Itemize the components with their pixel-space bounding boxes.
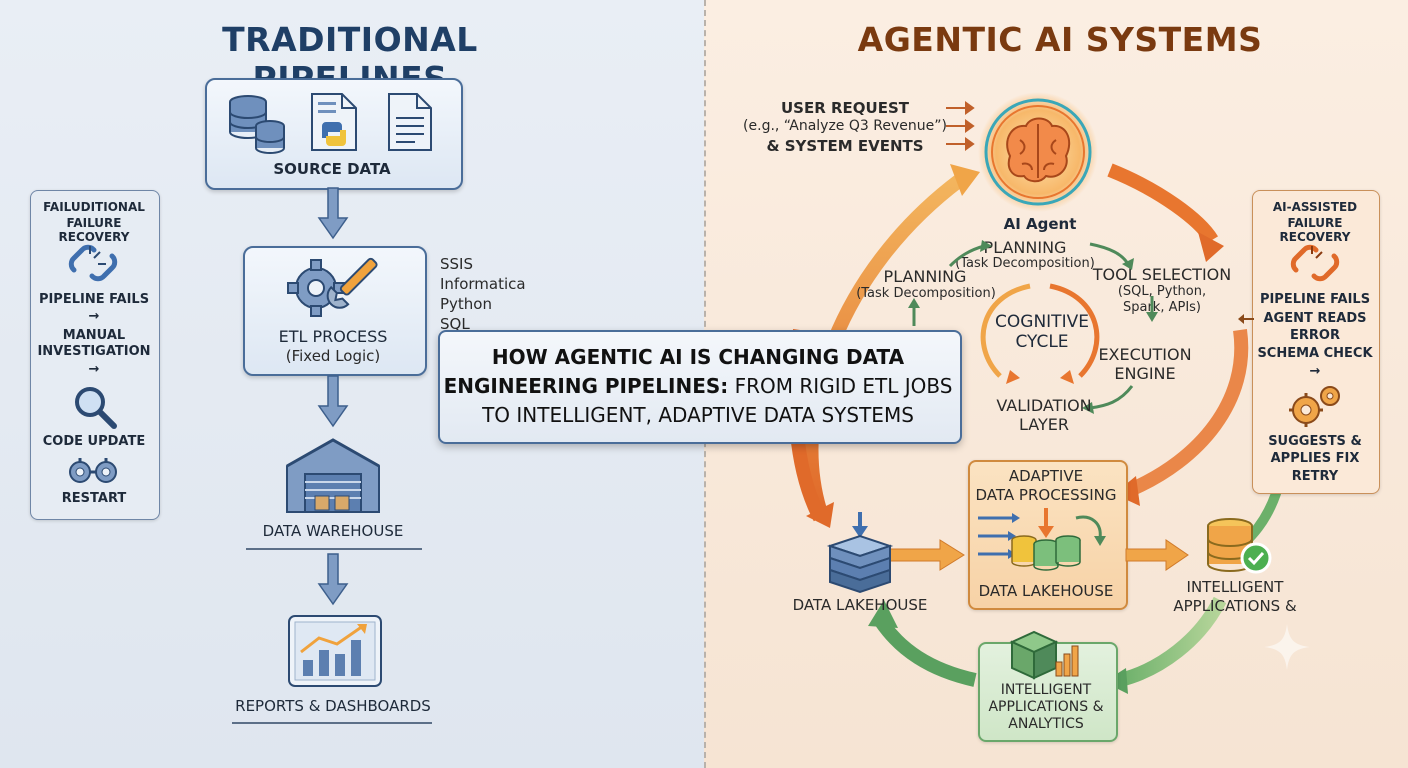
ai-step-suggests-2: APPLIES FIX <box>1270 451 1360 466</box>
ai-failure-box <box>1252 190 1380 494</box>
user-request-line-2: (e.g., “Analyze Q3 Revenue”) <box>743 118 947 134</box>
intelligent-bottom-2: APPLICATIONS & <box>988 699 1104 715</box>
traditional-step-arrow: → <box>88 309 100 324</box>
intelligent-apps-right-1: INTELLIGENT <box>1186 578 1284 596</box>
document-icon <box>388 93 432 151</box>
gears-icon-orange <box>1289 386 1340 427</box>
magnifier-icon <box>75 387 117 429</box>
traditional-failure-title-2: FAILURE RECOVERY <box>58 216 130 244</box>
data-lakehouse-left-label: DATA LAKEHOUSE <box>792 596 928 614</box>
center-title-line-3: TO INTELLIGENT, ADAPTIVE DATA SYSTEMS <box>482 403 914 427</box>
etl-tool: Python <box>440 295 492 313</box>
gear-wrench-icon <box>287 257 378 317</box>
center-title-line-2-rest: FROM RIGID ETL JOBS <box>728 374 953 398</box>
etl-process-label: ETL PROCESS <box>278 327 388 346</box>
intelligent-bottom-3: ANALYTICS <box>1008 716 1084 732</box>
etl-tool: Informatica <box>440 275 526 293</box>
ai-step-suggests-1: SUGGESTS & <box>1268 434 1362 449</box>
traditional-failure-title-1: FAILUDITIONAL <box>43 200 145 214</box>
analytics-cube-icon <box>1009 630 1079 680</box>
warehouse-icon <box>286 438 380 513</box>
data-lakehouse-icon <box>826 512 894 594</box>
etl-process-sub: (Fixed Logic) <box>285 347 381 365</box>
etl-tool: SSIS <box>440 255 473 273</box>
data-warehouse-label: DATA WAREHOUSE <box>262 522 404 540</box>
center-title-text: HOW AGENTIC AI IS CHANGING DATA ENGINEER… <box>438 343 958 430</box>
ai-agent-label: AI Agent <box>1003 215 1077 233</box>
validation-layer-label-2: LAYER <box>1019 415 1069 434</box>
source-data-label: SOURCE DATA <box>273 160 391 178</box>
tool-selection-sub-2: Spark, APIs) <box>1122 300 1202 315</box>
broken-link-icon <box>68 244 118 282</box>
sparkle-icon <box>1264 624 1310 670</box>
etl-tool: SQL <box>440 315 470 333</box>
arrow-adaptive-to-apps <box>1125 539 1189 571</box>
intelligent-analytics-box <box>978 642 1118 742</box>
intelligent-bottom-1: INTELLIGENT <box>1000 682 1092 698</box>
cognitive-cycle-label-1: COGNITIVE <box>995 312 1089 332</box>
planning-left-label: PLANNING <box>883 267 967 286</box>
python-file-icon <box>311 93 357 151</box>
execution-engine-label-2: ENGINE <box>1114 364 1176 383</box>
reports-dashboards-label: REPORTS & DASHBOARDS <box>235 697 431 715</box>
traditional-step-arrow-2: → <box>88 362 100 377</box>
cognitive-cycle-ring <box>980 283 1100 384</box>
etl-process-box <box>243 246 427 376</box>
ai-step-retry: RETRY <box>1291 469 1339 484</box>
traditional-step-pipeline-fails: PIPELINE FAILS <box>38 292 150 307</box>
gears-icon <box>69 458 117 483</box>
agentic-title: AGENTIC AI SYSTEMS <box>857 20 1263 59</box>
center-title-banner <box>438 330 962 444</box>
tool-selection-sub-1: (SQL, Python, <box>1117 284 1207 299</box>
ai-step-schema-check: SCHEMA CHECK <box>1257 346 1373 361</box>
center-title-line-2: ENGINEERING PIPELINES: FROM RIGID ETL JO… <box>438 372 958 401</box>
adaptive-label-1: ADAPTIVE <box>1008 467 1084 485</box>
reports-underline <box>232 722 432 724</box>
planning-top-sub: (Task Decomposition) <box>955 256 1095 271</box>
execution-engine-label-1: EXECUTION <box>1098 345 1192 364</box>
lakehouse-cylinders-icon <box>978 508 1106 571</box>
tool-selection-label: TOOL SELECTION <box>1092 265 1232 284</box>
lakehouse-inner-label: DATA LAKEHOUSE <box>978 582 1114 600</box>
center-title-line-1: HOW AGENTIC AI IS CHANGING DATA <box>491 345 905 369</box>
adaptive-label-2: DATA PROCESSING <box>975 486 1117 504</box>
validation-layer-label-1: VALIDATION <box>996 396 1092 415</box>
traditional-failure-box <box>30 190 160 520</box>
traditional-step-code-update: CODE UPDATE <box>42 434 146 449</box>
arrow-etl-to-warehouse <box>317 375 349 428</box>
ai-step-agent-reads-2: ERROR <box>1290 328 1340 343</box>
database-icon <box>229 95 285 154</box>
planning-left-sub: (Task Decomposition) <box>856 286 996 301</box>
planning-top-label: PLANNING <box>983 238 1067 257</box>
dashboard-chart-icon <box>288 615 382 687</box>
failure-box-pointer <box>1238 314 1254 324</box>
traditional-step-manual-1: MANUAL <box>62 328 126 343</box>
broken-link-icon-orange <box>1290 244 1340 282</box>
user-request-line-1: USER REQUEST <box>780 99 909 117</box>
ai-failure-title-2: FAILURE RECOVERY <box>1279 216 1351 244</box>
ai-step-arrow: → <box>1309 364 1321 379</box>
apps-database-check-icon <box>1207 518 1272 574</box>
request-arrows <box>946 101 975 151</box>
ai-failure-title-1: AI-ASSISTED <box>1272 200 1358 214</box>
traditional-step-manual-2: INVESTIGATION <box>37 344 151 359</box>
warehouse-underline <box>246 548 422 550</box>
ai-step-pipeline-fails: PIPELINE FAILS <box>1259 292 1371 307</box>
etl-tools-list: SSIS Informatica Python SQL <box>440 254 526 334</box>
cognitive-cycle-label-2: CYCLE <box>1015 332 1069 352</box>
arrow-warehouse-to-reports <box>317 553 349 606</box>
brain-icon <box>978 92 1098 212</box>
ai-step-agent-reads-1: AGENT READS <box>1263 311 1367 326</box>
user-request-line-3: & SYSTEM EVENTS <box>766 137 924 155</box>
traditional-step-restart: RESTART <box>61 491 127 506</box>
arrow-source-to-etl <box>317 187 349 240</box>
intelligent-apps-right-2: APPLICATIONS & <box>1173 597 1297 615</box>
center-title-line-2-bold: ENGINEERING PIPELINES: <box>443 374 729 398</box>
inner-green-arrows <box>908 240 1158 414</box>
